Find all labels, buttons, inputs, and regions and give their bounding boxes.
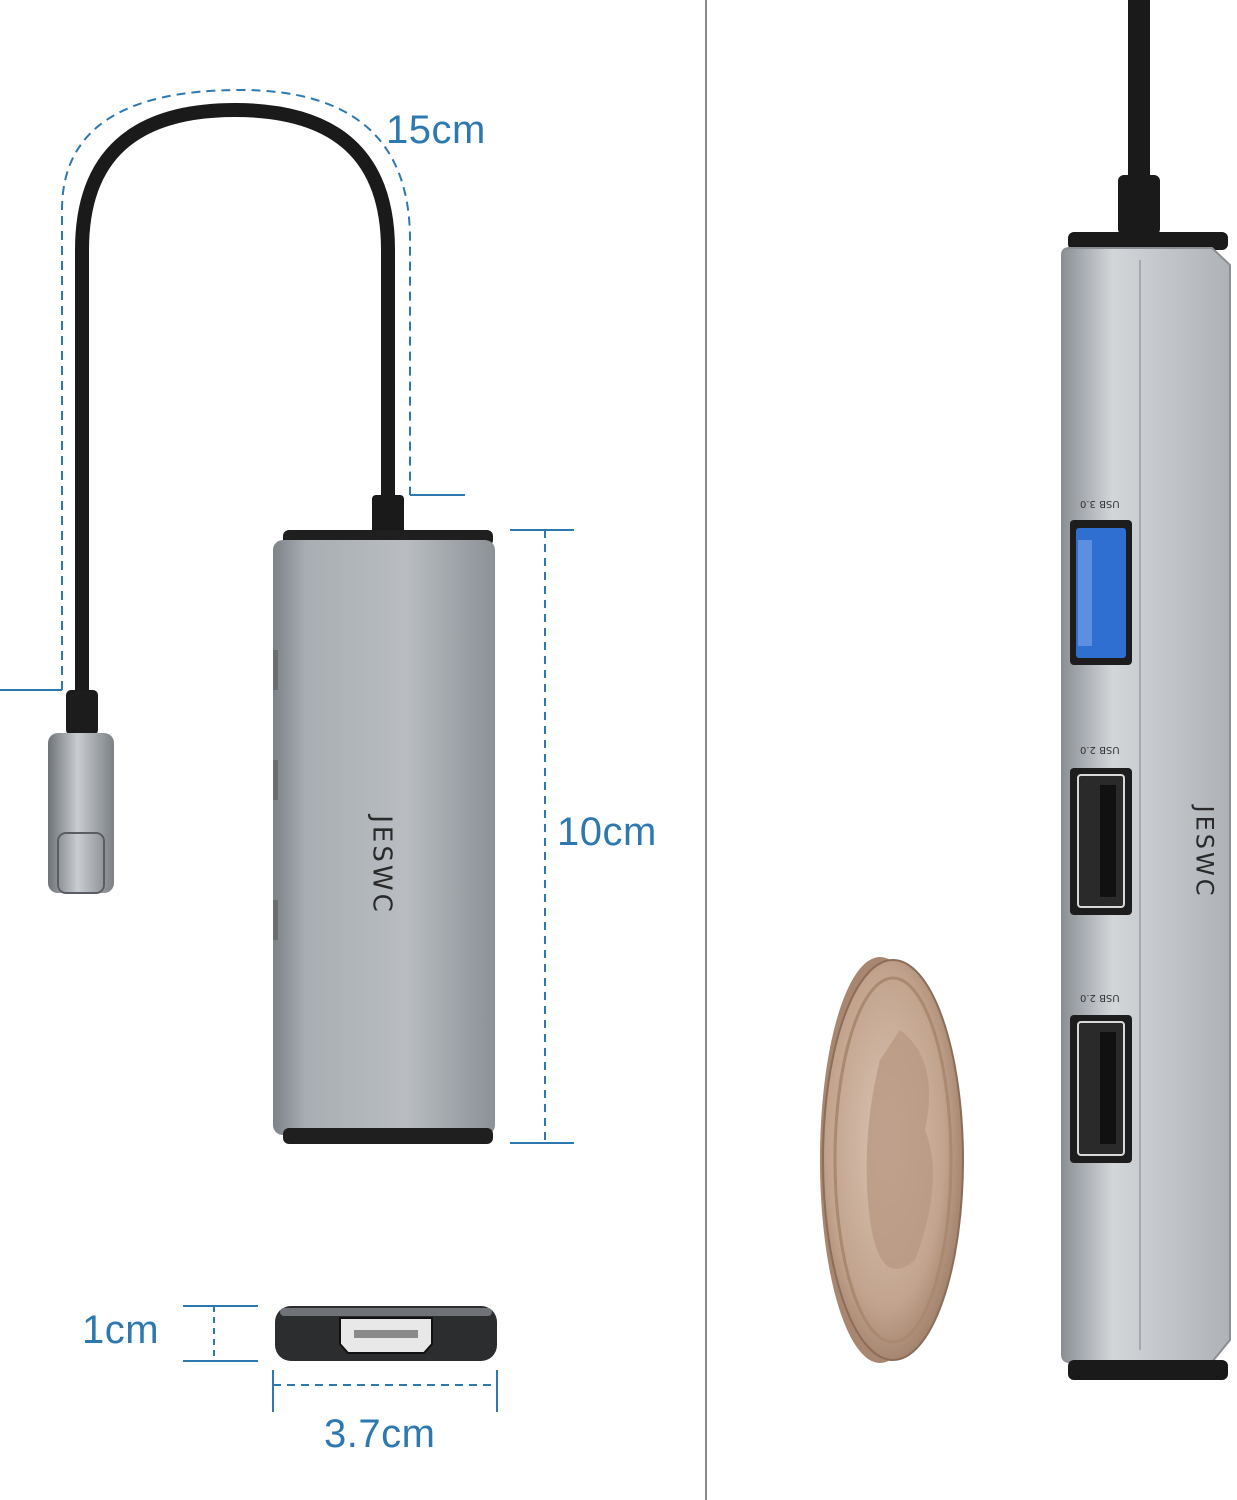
cable-length-dashed-guide (61, 88, 411, 690)
body-length-label: 10cm (557, 810, 657, 854)
hdmi-port-pins (354, 1330, 418, 1338)
usb2-port-2-label: USB 2.0 (1080, 992, 1120, 1003)
hub-side-notch (273, 900, 278, 940)
usb2-port-1-label: USB 2.0 (1080, 744, 1120, 755)
side-view-bottom-cap (1068, 1360, 1228, 1380)
usb2-port-2-tongue (1100, 1032, 1116, 1144)
usb3-port-contacts (1078, 540, 1092, 646)
thickness-label: 1cm (82, 1308, 160, 1352)
side-view-cable (1128, 0, 1150, 180)
side-view-top-cap (1068, 232, 1228, 250)
usb3-port-label: USB 3.0 (1080, 498, 1120, 509)
hub-side-notch (273, 650, 278, 690)
cable-length-label: 15cm (386, 108, 486, 152)
hub-bottom-cap (283, 1128, 493, 1144)
hub-body-top-view (273, 540, 495, 1135)
width-label: 3.7cm (324, 1412, 436, 1456)
hub-side-notch (273, 760, 278, 800)
hub-end-view-highlight (280, 1308, 492, 1316)
side-view-strain-relief (1118, 175, 1160, 235)
usb-c-tip (57, 832, 105, 894)
brand-logo-side-view: JESWC (1190, 805, 1219, 899)
brand-logo-top-view: JESWC (366, 815, 397, 915)
quarter-coin-rim (833, 976, 953, 1344)
usb2-port-1-tongue (1100, 785, 1116, 897)
usb-c-connector (48, 733, 114, 893)
usb-c-cable (75, 102, 395, 707)
quarter-coin-portrait (866, 1030, 933, 1269)
usb-c-boot (66, 690, 98, 735)
cable-strain-relief (372, 495, 404, 535)
